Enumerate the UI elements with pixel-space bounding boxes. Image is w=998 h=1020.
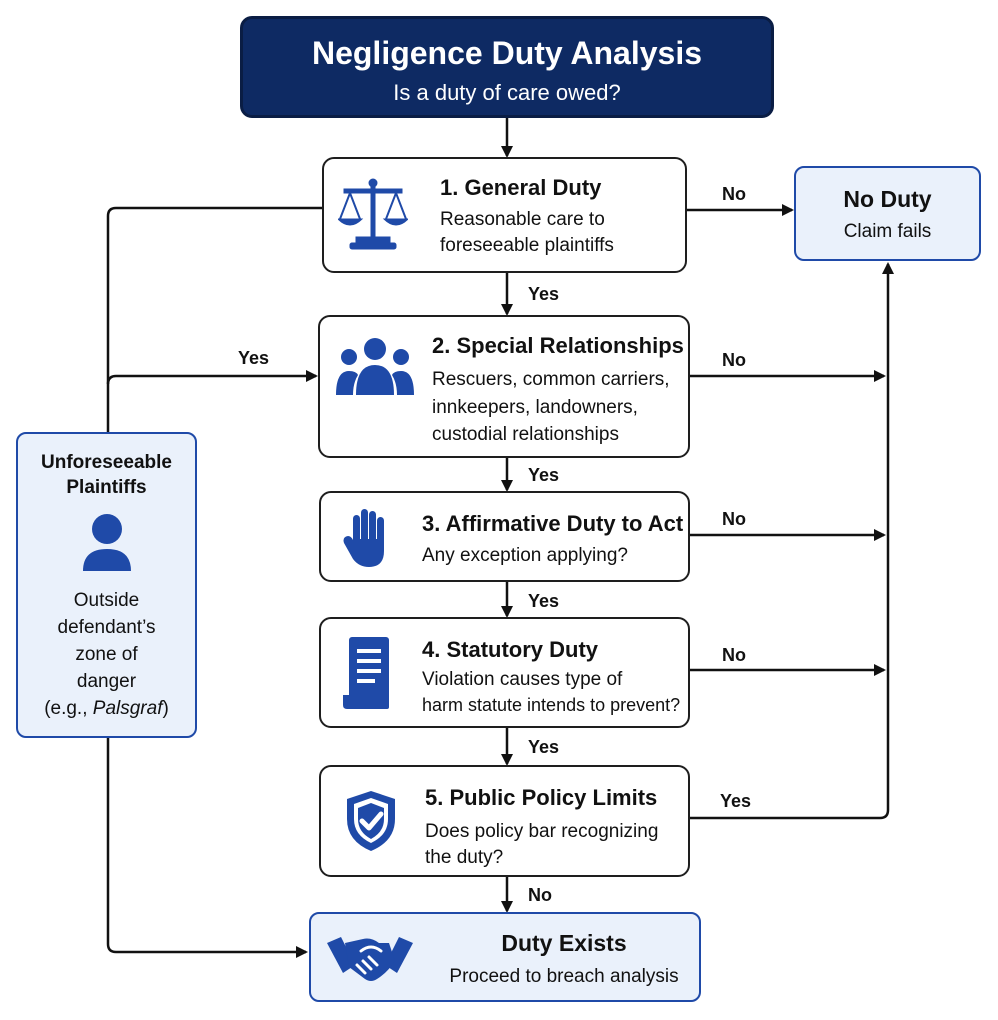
unforeseeable-plaintiffs-box: Unforeseeable Plaintiffs Outside defenda… xyxy=(16,432,197,738)
step-statutory-duty: 4. Statutory Duty Violation causes type … xyxy=(319,617,690,728)
label-step1-no: No xyxy=(722,184,746,204)
document-icon xyxy=(343,637,389,709)
step-2-desc-line-1: Rescuers, common carriers, xyxy=(432,369,670,390)
example-case-name: Palsgraf xyxy=(92,698,163,719)
step-5-title: 5. Public Policy Limits xyxy=(425,785,658,810)
unforeseeable-desc-line-2: defendant’s xyxy=(57,617,156,638)
label-yes-3-4: Yes xyxy=(528,591,560,611)
unforeseeable-desc-line-3: zone of xyxy=(75,644,138,665)
step-1-desc-line-2: foreseeable plaintiffs xyxy=(440,235,614,256)
shield-check-icon xyxy=(347,791,395,851)
step-2-desc-line-2: innkeepers, landowners, xyxy=(432,397,638,418)
step-4-desc-line-2: harm statute intends to prevent? xyxy=(422,695,681,715)
label-yes-1-2: Yes xyxy=(528,284,560,304)
duty-exists-subtitle: Proceed to breach analysis xyxy=(449,966,679,987)
step-4-title: 4. Statutory Duty xyxy=(422,637,599,662)
no-duty-box: No Duty Claim fails xyxy=(794,166,981,261)
person-icon xyxy=(82,514,131,571)
step-3-title: 3. Affirmative Duty to Act xyxy=(422,511,684,536)
unforeseeable-desc-line-4: danger xyxy=(76,671,137,692)
duty-exists-title: Duty Exists xyxy=(501,930,627,956)
step-5-desc-line-2: the duty? xyxy=(425,847,504,868)
label-step4-no: No xyxy=(722,645,746,665)
unforeseeable-desc-line-1: Outside xyxy=(73,590,140,611)
step-3-desc-line-1: Any exception applying? xyxy=(422,545,628,566)
label-unforeseeable-yes: Yes xyxy=(238,348,270,368)
step-1-desc-line-1: Reasonable care to xyxy=(440,209,605,230)
unforeseeable-title-line-1: Unforeseeable xyxy=(41,452,172,473)
step-1-title: 1. General Duty xyxy=(440,175,602,200)
label-no-5-exists: No xyxy=(528,885,552,905)
label-step5-yes: Yes xyxy=(720,791,752,811)
step-public-policy: 5. Public Policy Limits Does policy bar … xyxy=(319,765,690,877)
no-duty-title: No Duty xyxy=(843,186,932,212)
step-5-desc-line-1: Does policy bar recognizing xyxy=(425,821,659,842)
unforeseeable-title-line-2: Plaintiffs xyxy=(66,477,147,498)
label-yes-2-3: Yes xyxy=(528,465,560,485)
step-4-desc-line-1: Violation causes type of xyxy=(422,669,623,690)
header-title: Negligence Duty Analysis xyxy=(311,35,703,71)
step-2-title: 2. Special Relationships xyxy=(432,333,684,358)
label-yes-4-5: Yes xyxy=(528,737,560,757)
example-suffix: ) xyxy=(162,698,169,719)
label-step2-no: No xyxy=(722,350,746,370)
unforeseeable-example: (e.g., Palsgraf) xyxy=(18,695,195,722)
header-subtitle: Is a duty of care owed? xyxy=(393,80,621,105)
step-special-relationships: 2. Special Relationships Rescuers, commo… xyxy=(318,315,690,458)
duty-exists-box: Duty Exists Proceed to breach analysis xyxy=(309,912,701,1002)
step-2-desc-line-3: custodial relationships xyxy=(432,424,619,445)
handshake-icon xyxy=(327,937,413,981)
hand-icon xyxy=(343,509,384,567)
scales-icon xyxy=(338,178,408,250)
no-duty-subtitle: Claim fails xyxy=(843,221,932,242)
header-box: Negligence Duty Analysis Is a duty of ca… xyxy=(240,16,774,118)
example-prefix: (e.g., xyxy=(44,698,93,719)
people-icon xyxy=(336,338,414,395)
step-general-duty: 1. General Duty Reasonable care to fores… xyxy=(322,157,687,273)
label-step3-no: No xyxy=(722,509,746,529)
step-affirmative-duty: 3. Affirmative Duty to Act Any exception… xyxy=(319,491,690,582)
